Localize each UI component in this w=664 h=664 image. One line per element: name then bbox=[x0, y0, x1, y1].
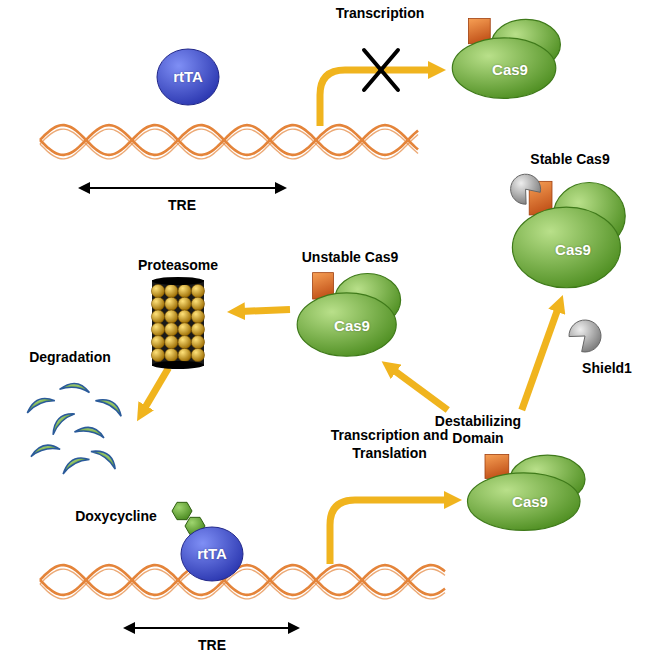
cas9s-shape bbox=[510, 178, 630, 290]
node-cas9: Cas9 bbox=[450, 16, 565, 100]
cas9-shape bbox=[295, 270, 405, 358]
node-heading: Proteasome bbox=[138, 257, 218, 274]
shield1-ligand bbox=[511, 174, 541, 204]
node-heading: Doxycycline bbox=[75, 508, 157, 525]
dna-strand bbox=[40, 125, 418, 155]
node-cas9s: Stable Cas9Cas9 bbox=[505, 150, 635, 293]
region-label: TRE bbox=[152, 196, 212, 214]
node-hex: Doxycycline bbox=[70, 498, 212, 538]
region-label: TRE bbox=[182, 636, 242, 654]
block-x bbox=[364, 50, 398, 90]
frag-shape bbox=[20, 372, 136, 472]
flow-arrow bbox=[393, 370, 448, 410]
shape-label: rtTA bbox=[173, 68, 203, 86]
node-circle: rtTA bbox=[156, 48, 220, 106]
node-heading: Degradation bbox=[29, 349, 111, 366]
cas9-shape bbox=[450, 16, 565, 100]
flow-arrow bbox=[144, 368, 168, 409]
tre-range bbox=[80, 187, 285, 189]
node-prot: Proteasome bbox=[138, 256, 225, 368]
node-heading: Stable Cas9 bbox=[530, 151, 609, 168]
cas9-shape bbox=[465, 452, 590, 532]
pac-shape bbox=[567, 318, 603, 354]
node-cas9: Unstable Cas9Cas9 bbox=[290, 248, 410, 360]
node-frag: Degradation bbox=[20, 348, 136, 473]
shield1-ligand bbox=[569, 320, 601, 352]
flow-arrow bbox=[522, 308, 558, 410]
dna-helix bbox=[40, 565, 445, 599]
process-label: Transcription bbox=[320, 4, 440, 22]
node-heading: Shield1 bbox=[582, 360, 632, 377]
shape-label: rtTA bbox=[197, 545, 227, 563]
dna-helix bbox=[40, 125, 418, 159]
transcription-arrow bbox=[330, 500, 448, 564]
node-heading: Unstable Cas9 bbox=[302, 249, 398, 266]
process-label: Transcription and Translation bbox=[322, 426, 457, 462]
flow-arrow bbox=[241, 310, 290, 312]
dna-strand bbox=[40, 129, 418, 159]
prot-shape bbox=[148, 280, 208, 366]
shape-label: Cas9 bbox=[512, 493, 548, 511]
dna-strand bbox=[40, 569, 445, 599]
dna-strand bbox=[40, 125, 418, 155]
shape-label: Cas9 bbox=[334, 317, 370, 335]
tre-range bbox=[125, 627, 298, 629]
node-pac: Shield1 bbox=[555, 318, 640, 380]
shape-label: Cas9 bbox=[492, 61, 528, 79]
node-circle: rtTA bbox=[180, 526, 244, 582]
shape-label: Cas9 bbox=[555, 241, 591, 259]
